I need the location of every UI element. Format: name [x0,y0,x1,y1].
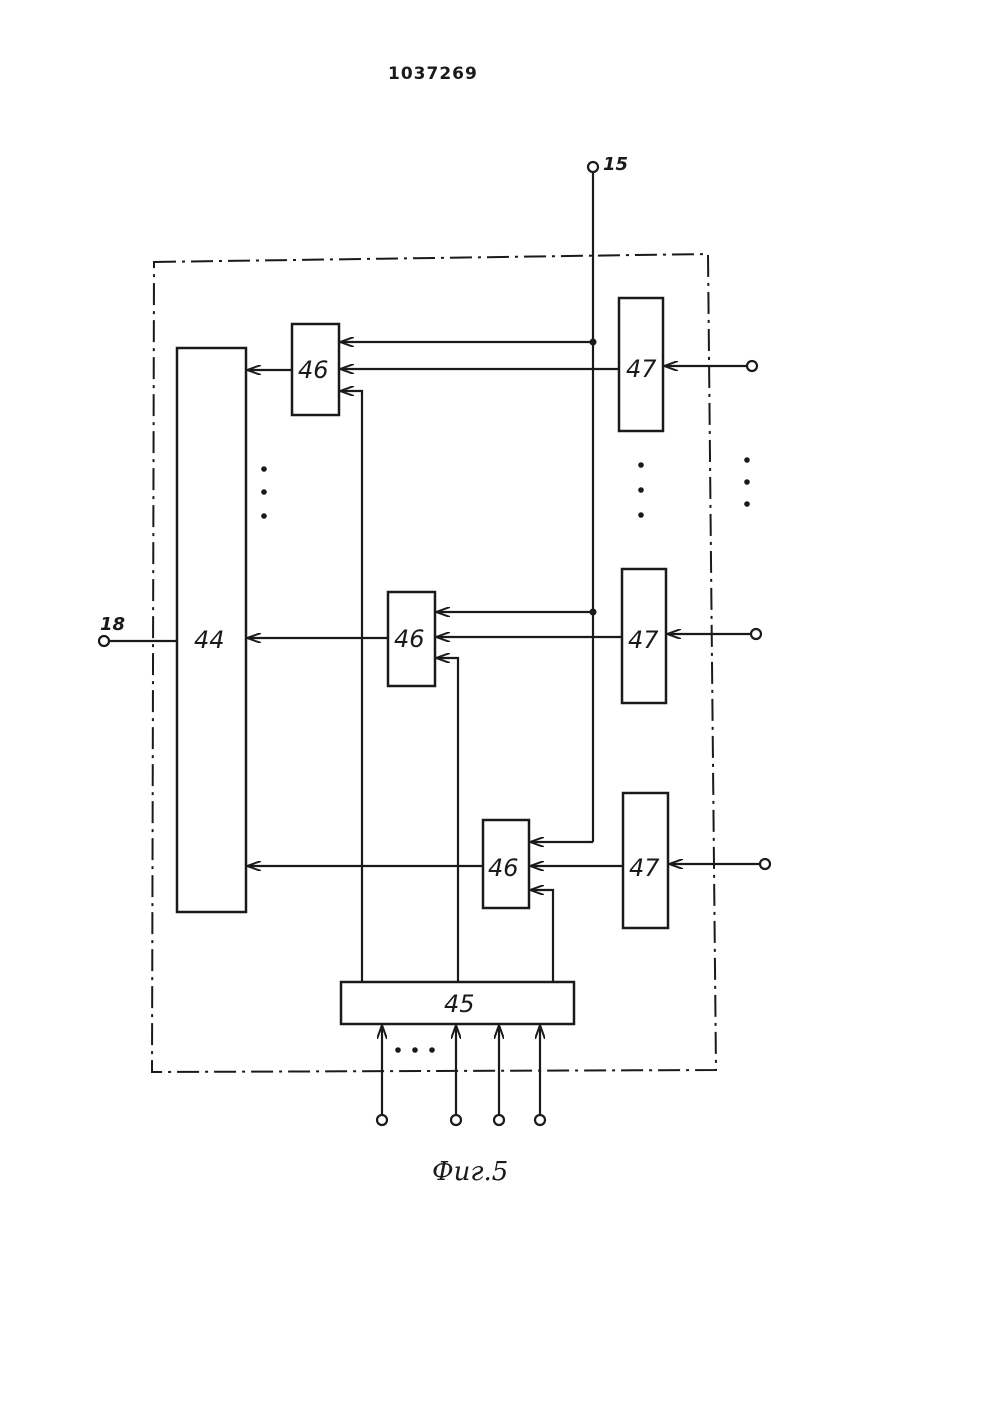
block-47-bottom-label: 47 [629,854,660,882]
junction-mid [590,609,597,616]
terminal-input-top[interactable] [747,361,757,371]
terminal-15[interactable] [588,162,598,172]
terminal-15-label: 15 [603,154,628,175]
ellipsis-45-inputs [395,1047,435,1053]
block-46-bottom-label: 46 [488,854,519,882]
terminal-input-bottom[interactable] [760,859,770,869]
block-44-label: 44 [194,626,225,654]
block-46-top-label: 46 [298,356,329,384]
ellipsis-47 [638,462,644,518]
figure-caption: Фиг.5 [432,1157,508,1187]
terminal-input-45-3[interactable] [494,1115,504,1125]
terminal-input-45-1[interactable] [377,1115,387,1125]
block-47-top-label: 47 [626,355,657,383]
wire-45-to-46-bottom [531,890,553,982]
block-46-mid-label: 46 [394,625,425,653]
wire-45-to-46-top [341,391,362,982]
terminal-18[interactable] [99,636,109,646]
terminal-input-45-4[interactable] [535,1115,545,1125]
ellipsis-44 [261,466,267,519]
terminal-input-mid[interactable] [751,629,761,639]
ellipsis-inputs [744,457,750,507]
junction-top [590,339,597,346]
terminal-input-45-2[interactable] [451,1115,461,1125]
terminal-18-label: 18 [100,614,125,635]
wire-45-to-46-mid [437,658,458,982]
block-45-label: 45 [444,990,475,1018]
block-47-mid-label: 47 [628,626,659,654]
